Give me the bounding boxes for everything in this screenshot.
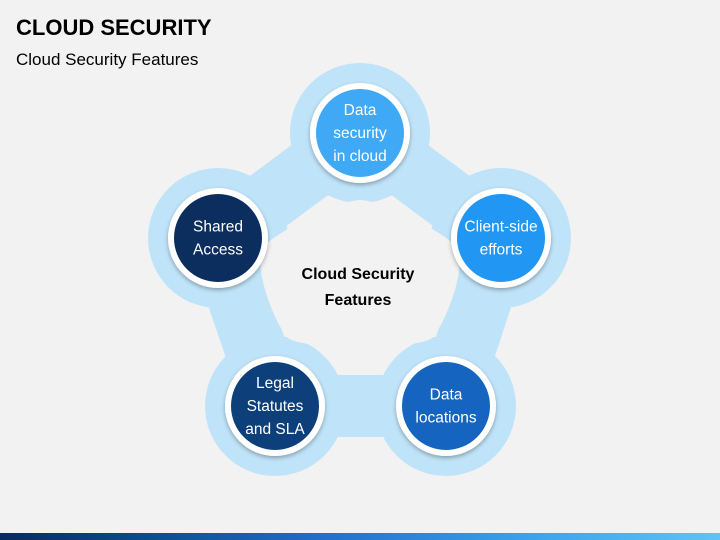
node-label-line: Legal (256, 375, 294, 392)
node-label-line: Statutes (247, 398, 304, 415)
center-label-line-2: Features (325, 292, 392, 309)
feature-node: Data security in cloud (310, 83, 410, 183)
slide-subtitle: Cloud Security Features (16, 50, 199, 69)
node-circle (457, 194, 545, 282)
node-label-line: locations (415, 410, 476, 427)
node-label-line: in cloud (333, 148, 386, 165)
node-circle (316, 89, 404, 177)
accent-bar (0, 533, 720, 540)
node-label-line: and SLA (245, 421, 305, 438)
feature-node: Client-side efforts (451, 188, 551, 288)
center-label-line-1: Cloud Security (302, 266, 415, 283)
node-label-line: Shared (193, 219, 243, 236)
node-label-line: Data (430, 387, 463, 404)
center-label: Cloud Security Features (302, 266, 415, 309)
ring-inner-hole (260, 200, 460, 347)
slide-title: CLOUD SECURITY (16, 15, 212, 40)
feature-node: Data locations (396, 356, 496, 456)
node-circle (402, 362, 490, 450)
node-label-line: Access (193, 242, 243, 259)
node-circle (174, 194, 262, 282)
node-label-line: efforts (480, 242, 523, 259)
node-label-line: Client-side (464, 219, 537, 236)
node-label-line: security (333, 125, 387, 142)
node-label-line: Data (344, 102, 377, 119)
node-circle (231, 362, 319, 450)
